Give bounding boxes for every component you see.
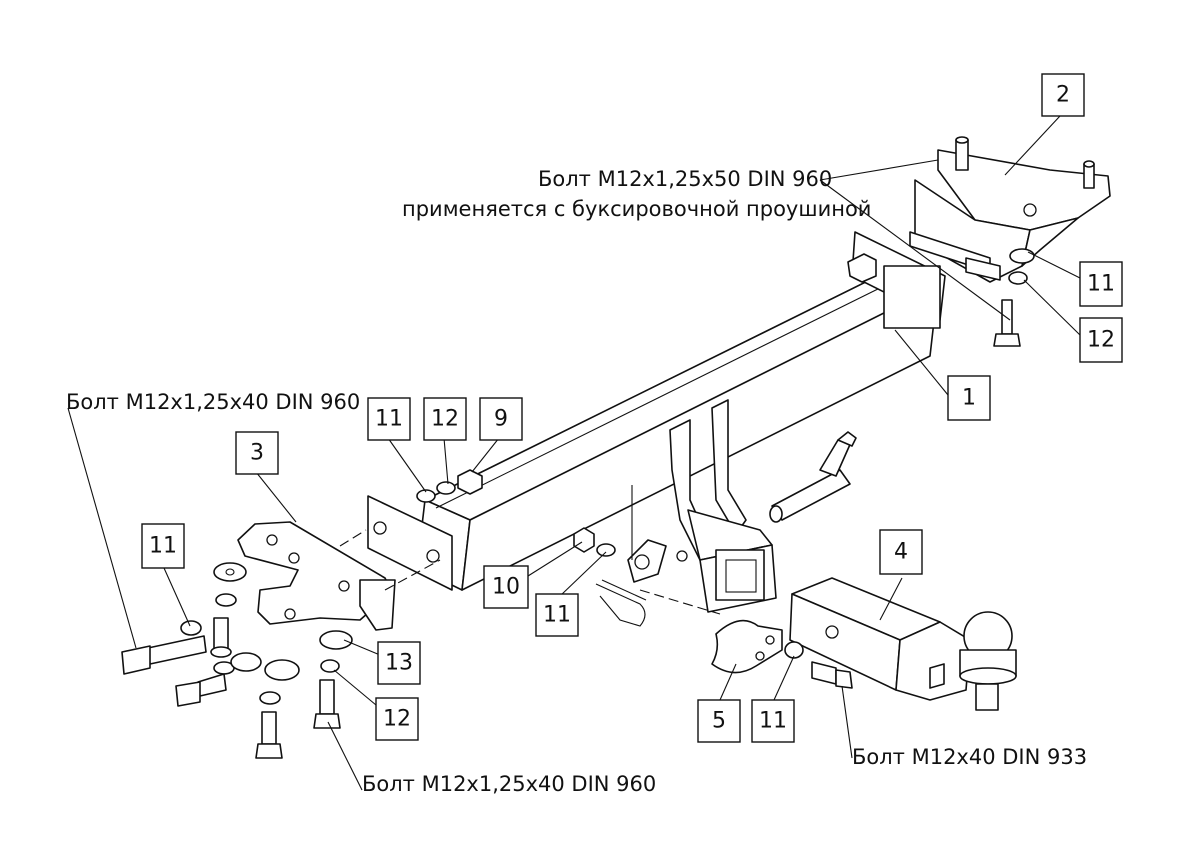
callout-11-right: 11	[1079, 261, 1123, 307]
bracket-part-3	[237, 521, 441, 631]
callout-5: 5	[697, 699, 741, 743]
note-bolt-top-sub: применяется с буксировочной проушиной	[402, 197, 871, 221]
callout-11-bottom-label: 11	[759, 709, 787, 734]
callout-12-top: 12	[423, 397, 467, 441]
callout-3: 3	[235, 431, 279, 475]
leader-lines	[67, 115, 1081, 791]
callout-12-bottom-label: 12	[383, 707, 411, 732]
callout-9: 9	[479, 397, 523, 441]
callout-12-right-label: 12	[1087, 328, 1115, 353]
callout-10-label: 10	[492, 575, 520, 600]
callout-4-label: 4	[894, 540, 908, 565]
callout-1-label: 1	[962, 386, 976, 411]
left-hardware	[121, 562, 353, 759]
callout-11-bottom: 11	[751, 699, 795, 743]
right-bottom-hardware	[784, 641, 853, 689]
receiver-bracket	[627, 399, 777, 615]
socket-pin	[769, 431, 857, 523]
bracket-part-2	[847, 136, 1111, 347]
callout-10: 10	[483, 565, 529, 609]
callout-9-label: 9	[494, 407, 508, 432]
tow-ball-part-4	[789, 577, 1017, 711]
callout-3-label: 3	[250, 441, 264, 466]
callout-11-left: 11	[141, 523, 185, 569]
callout-2: 2	[1041, 73, 1085, 117]
callout-13: 13	[377, 641, 421, 685]
callout-11-top: 11	[367, 397, 411, 441]
callout-13-label: 13	[385, 651, 413, 676]
note-bolt-right: Болт M12x40 DIN 933	[852, 745, 1087, 769]
bolt-notes: Болт M12x1,25x50 DIN 960 применяется с б…	[66, 167, 1087, 796]
callout-12-bottom: 12	[375, 697, 419, 741]
callout-12-right: 12	[1079, 317, 1123, 363]
note-bolt-top: Болт M12x1,25x50 DIN 960	[538, 167, 832, 191]
note-bolt-bottom: Болт M12x1,25x40 DIN 960	[362, 772, 656, 796]
callout-11-mid: 11	[535, 593, 579, 637]
callout-12-top-label: 12	[431, 407, 459, 432]
middle-hardware	[573, 527, 616, 557]
callout-11-mid-label: 11	[543, 603, 571, 628]
safety-clip	[595, 579, 647, 627]
callout-11-right-label: 11	[1087, 272, 1115, 297]
socket-plate-part-5	[711, 619, 783, 674]
callout-1: 1	[947, 375, 991, 421]
note-bolt-left: Болт M12x1,25x40 DIN 960	[66, 390, 360, 414]
callout-4: 4	[879, 529, 923, 575]
crossbar-part-1	[367, 231, 946, 591]
top-hardware	[416, 469, 483, 503]
callout-2-label: 2	[1056, 83, 1070, 108]
callout-11-top-label: 11	[375, 407, 403, 432]
callout-5-label: 5	[712, 709, 726, 734]
callout-11-left-label: 11	[149, 534, 177, 559]
